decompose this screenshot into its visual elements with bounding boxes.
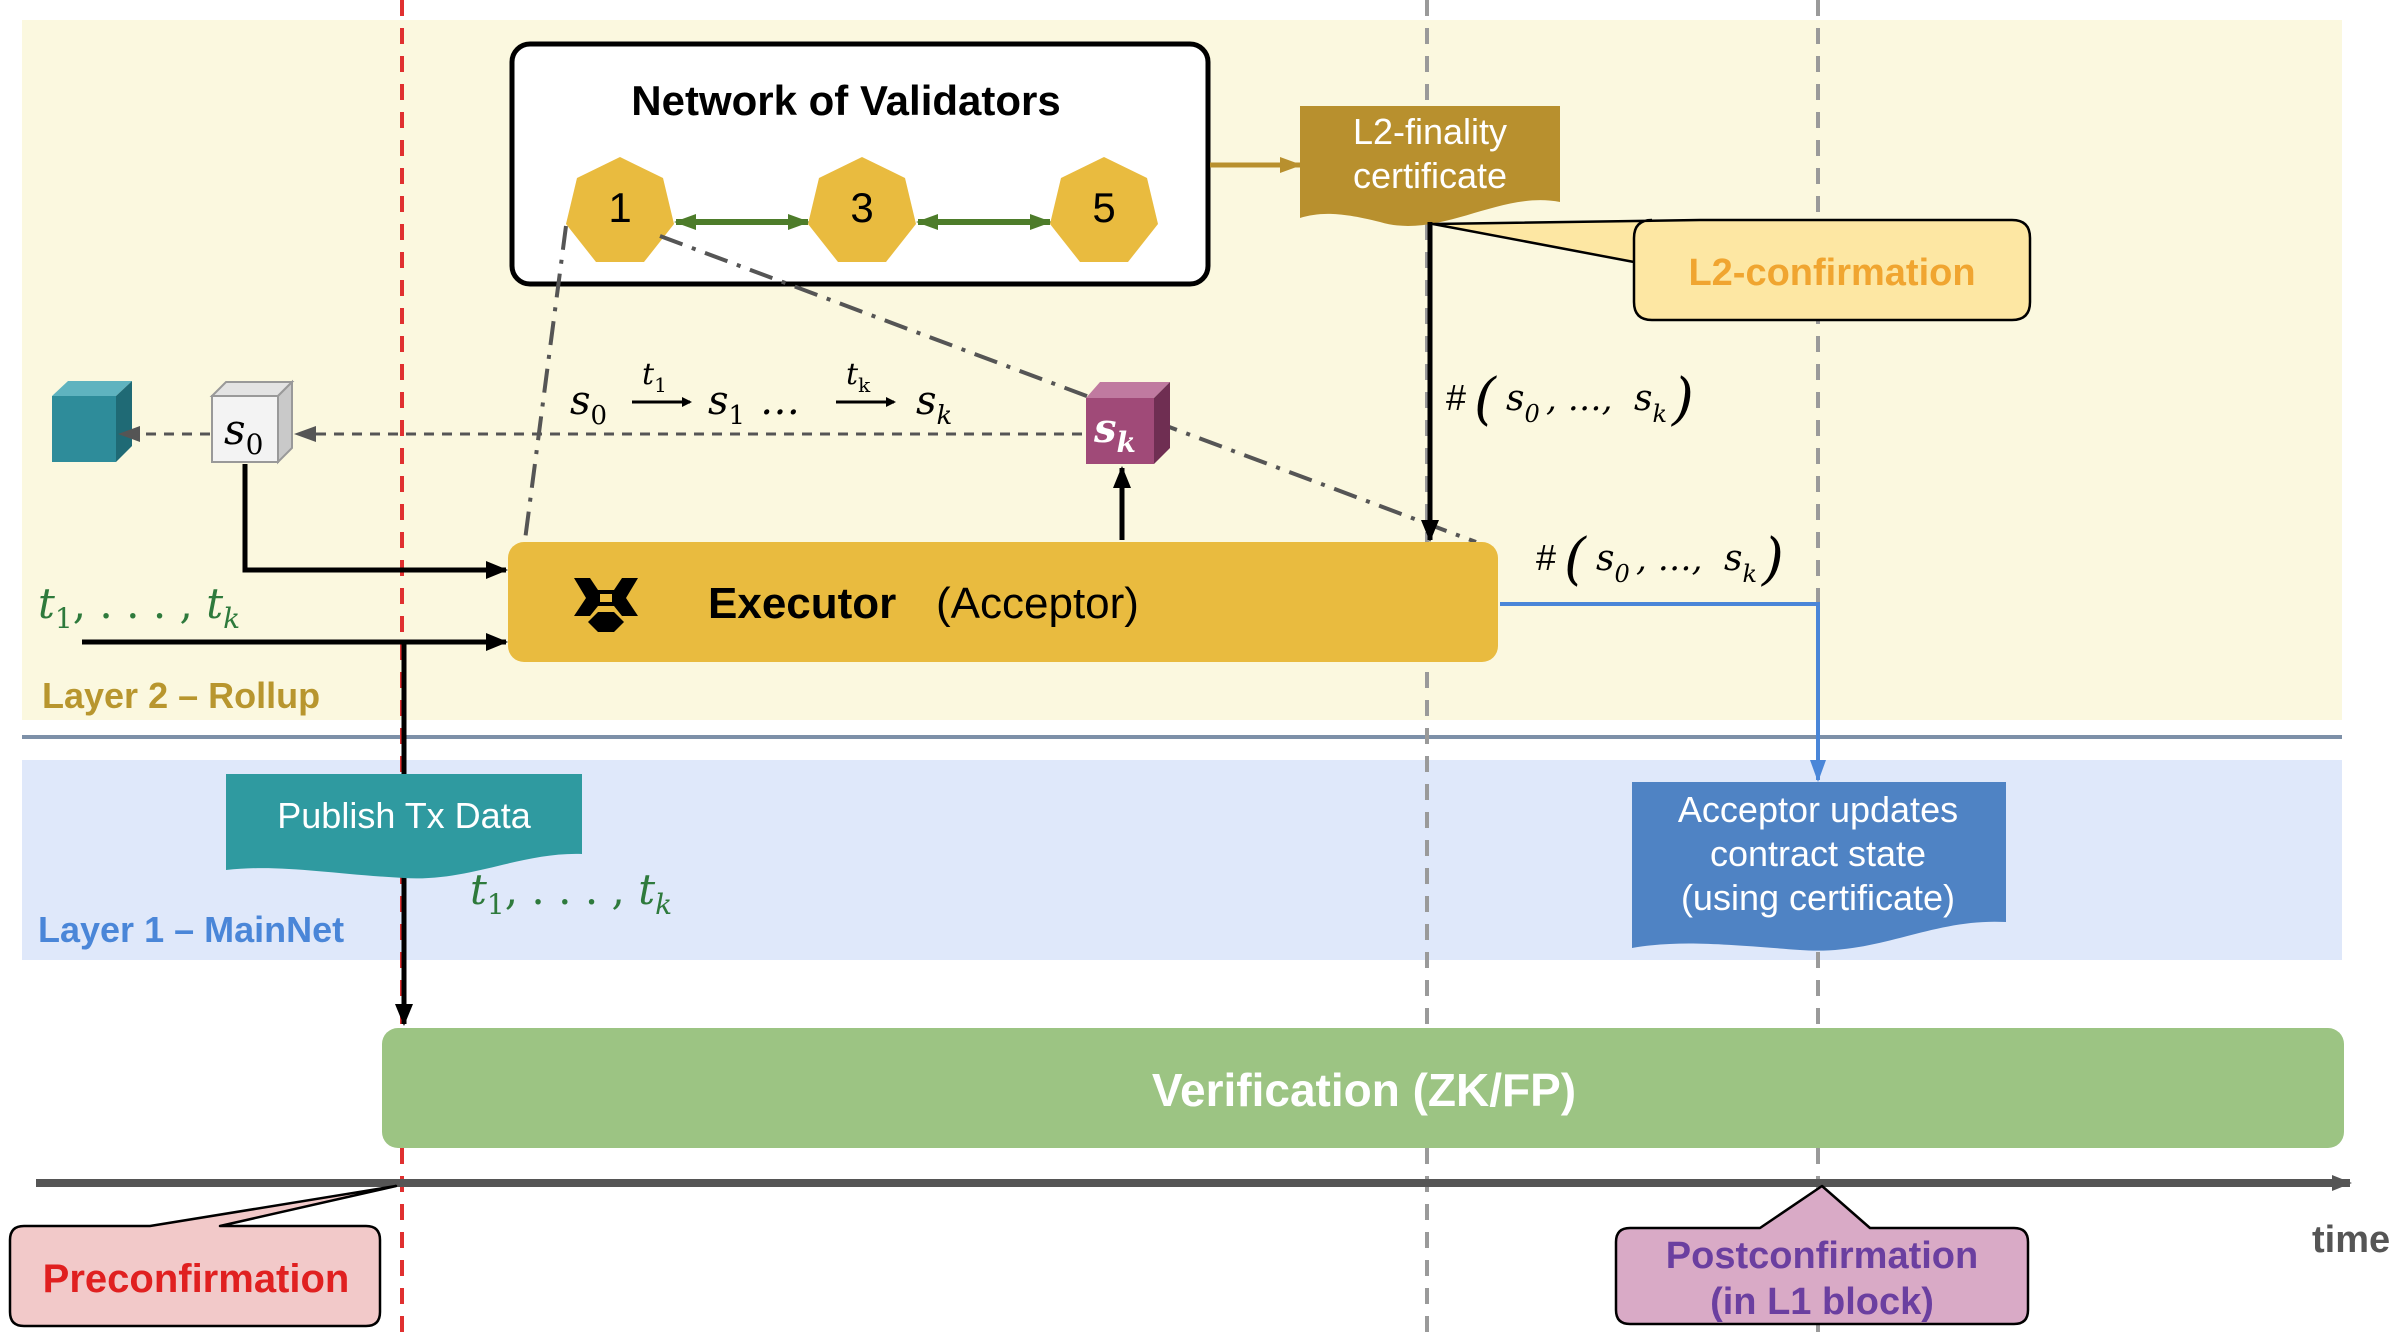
- validator-network-title: Network of Validators: [631, 77, 1060, 124]
- preconfirmation-callout: Preconfirmation: [8, 1184, 398, 1328]
- publish-note-shape: [226, 774, 582, 879]
- transition-s0: s0: [570, 378, 607, 431]
- preconfirmation-label: Preconfirmation: [43, 1257, 350, 1301]
- cube-side: [1154, 382, 1170, 464]
- state-sk-label: sk: [1093, 405, 1136, 459]
- state-transition-sequence: s0 t1 s1 … tk sk: [570, 357, 952, 431]
- postconfirmation-callout: Postconfirmation (in L1 block): [1614, 1184, 2030, 1326]
- validator-node-heptagon: [566, 157, 674, 262]
- hash-ellipsis: , …,: [1636, 539, 1713, 579]
- cube-front: [52, 396, 116, 462]
- hash-sk: sk: [1634, 378, 1667, 428]
- acceptor-note-line1: Acceptor updates: [1678, 789, 1958, 830]
- certificate-line2: certificate: [1353, 155, 1507, 196]
- validator-node-3[interactable]: 3: [808, 157, 916, 262]
- state-s0-label: s0: [224, 405, 263, 461]
- verification-label: Verification (ZK/FP): [1152, 1064, 1576, 1116]
- transition-sk: sk: [916, 378, 952, 431]
- hash-open-paren: (: [1474, 367, 1497, 432]
- l2-confirmation-callout: L2-confirmation: [1431, 218, 2032, 322]
- publish-tx-data-note: Publish Tx Data: [226, 774, 582, 879]
- executor-to-acceptor-arrow: [1500, 602, 1826, 782]
- hash-label-certificate: # ( s0 , …, sk ): [1446, 367, 1694, 432]
- executor-role: (Acceptor): [936, 579, 1139, 628]
- hash-sk: sk: [1724, 538, 1757, 588]
- certificate-document-shape: [1300, 106, 1560, 226]
- layer2-label: Layer 2 – Rollup: [42, 675, 320, 716]
- preconfirmation-callout-shape: [8, 1184, 398, 1328]
- executor-label: Executor: [708, 579, 896, 628]
- hash-ellipsis: , …,: [1546, 379, 1623, 419]
- hash-s0: s0: [1596, 538, 1630, 588]
- validator-network: Network of Validators 1 3 5: [509, 41, 1211, 287]
- l2-confirmation-label: L2-confirmation: [1688, 252, 1975, 294]
- validator-to-acceptor-dashdot: [659, 234, 1477, 544]
- hash-prefix: #: [1536, 537, 1556, 578]
- validator-to-executor-dashdot: [523, 225, 568, 541]
- executor-background: [508, 542, 1498, 662]
- hash-open-paren: (: [1564, 527, 1587, 592]
- publish-note-label: Publish Tx Data: [277, 795, 531, 836]
- transition-tk-label: tk: [846, 357, 871, 397]
- previous-state-cube: [52, 381, 132, 462]
- state-s0-cube: s0: [209, 379, 295, 465]
- validator-node-label: 5: [1092, 184, 1115, 231]
- acceptor-note-line3: (using certificate): [1681, 877, 1955, 918]
- transition-ellipsis: …: [760, 378, 800, 424]
- transition-s1: s1: [708, 378, 745, 431]
- verification-background: [382, 1028, 2344, 1148]
- validator-node-heptagon: [808, 157, 916, 262]
- transition-t1-label: t1: [642, 357, 667, 397]
- cube-top: [1086, 382, 1170, 398]
- hash-s0: s0: [1506, 378, 1540, 428]
- state-sk-cube: sk: [1086, 382, 1170, 464]
- verification-bar: Verification (ZK/FP): [382, 1028, 2344, 1148]
- validator-node-5[interactable]: 5: [1050, 157, 1158, 262]
- layer1-label: Layer 1 – MainNet: [38, 909, 344, 950]
- validator-node-heptagon: [1050, 157, 1158, 262]
- acceptor-note-line2: contract state: [1710, 833, 1926, 874]
- postconfirmation-line1: Postconfirmation: [1666, 1235, 1978, 1277]
- published-transactions-label: t1, . . . , tk: [470, 865, 672, 921]
- certificate-line1: L2-finality: [1353, 111, 1507, 152]
- cube-side: [277, 379, 293, 465]
- timeline-label: time: [2312, 1219, 2390, 1261]
- acceptor-note-shape: [1632, 782, 2006, 951]
- validator-node-label: 3: [850, 184, 873, 231]
- validator-node-1[interactable]: 1: [566, 157, 674, 262]
- l2-confirmation-callout-shape: [1431, 218, 2032, 322]
- postconfirmation-line2: (in L1 block): [1710, 1281, 1934, 1323]
- transactions-label: t1, . . . , tk: [38, 579, 240, 635]
- hash-close-paren: ): [1671, 367, 1694, 432]
- hash-label-acceptor: # ( s0 , …, sk ): [1536, 527, 1784, 592]
- executor-box[interactable]: Executor (Acceptor): [508, 542, 1498, 662]
- executor-logo-icon: [574, 578, 638, 632]
- acceptor-update-note: Acceptor updates contract state (using c…: [1632, 782, 2006, 951]
- validator-node-label: 1: [608, 184, 631, 231]
- cube-front: [1086, 398, 1154, 464]
- s0-to-executor-arrow: [242, 464, 508, 579]
- hash-prefix: #: [1446, 377, 1466, 418]
- l2-finality-certificate: L2-finality certificate: [1300, 106, 1560, 226]
- cube-top: [52, 381, 132, 396]
- hash-close-paren: ): [1761, 527, 1784, 592]
- postconfirmation-callout-shape: [1614, 1184, 2030, 1326]
